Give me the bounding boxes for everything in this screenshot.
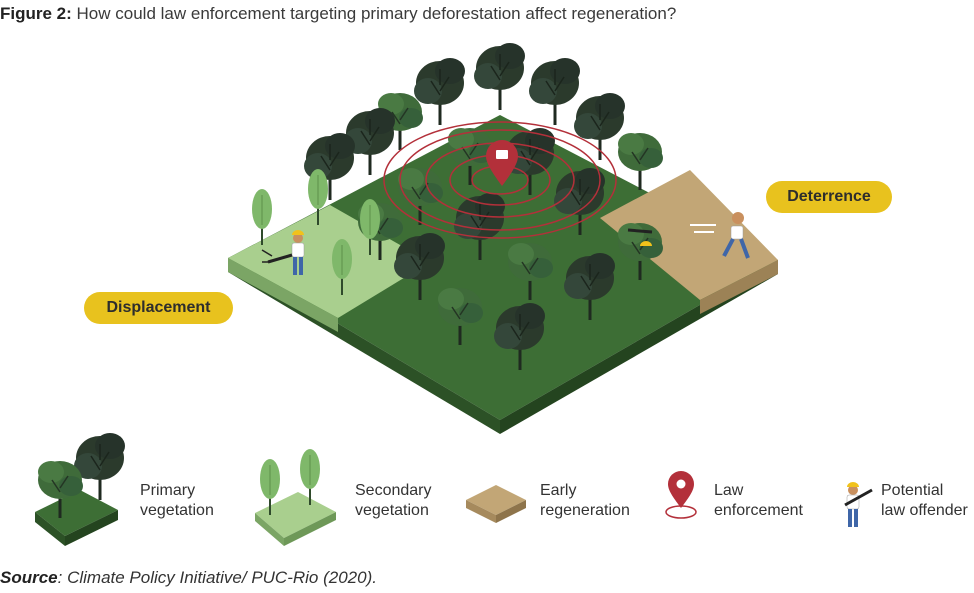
figure-title: Figure 2: How could law enforcement targ… <box>0 4 676 24</box>
legend-law-label: Law enforcement <box>714 481 803 521</box>
legend-secondary-line2: vegetation <box>355 502 429 519</box>
legend-primary-line1: Primary <box>140 482 196 499</box>
deterred-offender <box>627 212 750 259</box>
displacement-callout: Displacement <box>84 292 233 324</box>
source-text: : Climate Policy Initiative/ PUC-Rio (20… <box>57 568 377 587</box>
legend-secondary-icon <box>255 448 336 546</box>
legend-offender-icon <box>844 481 873 528</box>
source-prefix: Source <box>0 568 58 587</box>
legend-primary-line2: vegetation <box>140 502 214 519</box>
legend-early-regeneration-icon <box>466 485 526 523</box>
legend-law-enforcement-icon <box>665 471 697 519</box>
early-regeneration-tile <box>600 170 778 314</box>
source-note: Source: Climate Policy Initiative/ PUC-R… <box>0 568 377 588</box>
legend-primary-icon <box>35 431 127 546</box>
legend-secondary-line1: Secondary <box>355 482 432 499</box>
legend-primary-label: Primary vegetation <box>140 481 214 521</box>
legend-offender-line1: Potential <box>881 482 944 499</box>
legend-law-line2: enforcement <box>714 502 803 519</box>
displaced-offender <box>261 229 305 276</box>
legend-offender-line2: law offender <box>881 502 968 519</box>
legend-early-line1: Early <box>540 482 577 499</box>
deterrence-callout: Deterrence <box>766 181 892 213</box>
legend-early-label: Early regeneration <box>540 481 630 521</box>
legend-law-line1: Law <box>714 482 744 499</box>
legend-secondary-label: Secondary vegetation <box>355 481 432 521</box>
figure-title-prefix: Figure 2: <box>0 4 72 23</box>
legend-offender-label: Potential law offender <box>881 481 968 521</box>
figure-title-text: How could law enforcement targeting prim… <box>76 4 677 23</box>
legend-early-line2: regeneration <box>540 502 630 519</box>
law-enforcement-pin-icon <box>486 140 518 186</box>
